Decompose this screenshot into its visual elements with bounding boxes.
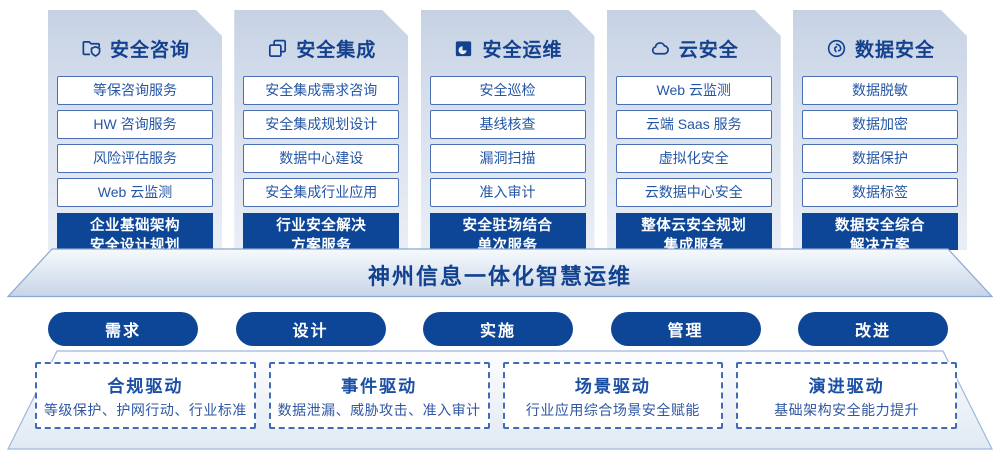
card-header: 安全集成: [243, 30, 399, 66]
service-item: 安全集成行业应用: [243, 178, 399, 207]
service-item: 数据保护: [802, 144, 958, 173]
banner-trapezoid: [6, 248, 994, 298]
card-items: Web 云监测 云端 Saas 服务 虚拟化安全 云数据中心安全: [616, 76, 772, 207]
service-item: Web 云监测: [616, 76, 772, 105]
service-item: Web 云监测: [57, 178, 213, 207]
card-title: 数据安全: [854, 39, 935, 61]
driver-desc: 行业应用综合场景安全赋能: [525, 401, 700, 418]
banner-title: 神州信息一体化智慧运维: [367, 264, 632, 289]
card-footer-line1: 行业安全解决: [276, 217, 367, 234]
card-title: 安全咨询: [109, 39, 190, 61]
card-title: 云安全: [678, 39, 739, 61]
card-items: 等保咨询服务 HW 咨询服务 风险评估服务 Web 云监测: [57, 76, 213, 207]
driver-title: 合规驱动: [107, 376, 184, 396]
card-footer-line1: 安全驻场结合: [462, 217, 553, 234]
service-item: 安全集成需求咨询: [243, 76, 399, 105]
phase-pill-implementation: 实施: [423, 312, 573, 346]
card-header: 数据安全: [802, 30, 958, 66]
phase-pill-design: 设计: [235, 312, 386, 346]
card-footer-line1: 数据安全综合: [835, 217, 925, 234]
card-cloud-security: 云安全 Web 云监测 云端 Saas 服务 虚拟化安全 云数据中心安全 整体云…: [607, 10, 781, 250]
card-items: 安全巡检 基线核查 漏洞扫描 准入审计: [430, 76, 586, 207]
driver-title: 事件驱动: [341, 376, 418, 396]
service-item: 云端 Saas 服务: [616, 110, 772, 139]
card-security-consulting: 安全咨询 等保咨询服务 HW 咨询服务 风险评估服务 Web 云监测 企业基础架…: [48, 10, 222, 250]
service-item: 漏洞扫描: [430, 144, 586, 173]
driver-row: 合规驱动 等级保护、护网行动、行业标准 事件驱动 数据泄漏、威胁攻击、准入审计 …: [35, 362, 957, 429]
card-header: 云安全: [616, 30, 772, 66]
driver-compliance: 合规驱动 等级保护、护网行动、行业标准: [35, 362, 256, 429]
folder-clock-icon: [452, 37, 475, 60]
service-item: 数据中心建设: [243, 144, 399, 173]
driver-incident: 事件驱动 数据泄漏、威胁攻击、准入审计: [268, 362, 490, 429]
folder-shield-icon: [80, 37, 103, 60]
driver-desc: 等级保护、护网行动、行业标准: [43, 401, 247, 418]
phase-pill-improvement: 改进: [798, 312, 948, 346]
service-item: 虚拟化安全: [616, 144, 772, 173]
phase-row: 需求 设计 实施 管理 改进: [48, 312, 948, 346]
fingerprint-icon: [825, 37, 848, 60]
driver-title: 场景驱动: [574, 376, 651, 396]
documents-icon: [266, 37, 289, 60]
service-item: 数据加密: [802, 110, 958, 139]
driver-desc: 基础架构安全能力提升: [774, 401, 920, 418]
service-item: HW 咨询服务: [57, 110, 213, 139]
driver-evolution: 演进驱动 基础架构安全能力提升: [736, 362, 957, 429]
driver-desc: 数据泄漏、威胁攻击、准入审计: [277, 401, 481, 418]
driver-title: 演进驱动: [808, 376, 885, 396]
service-item: 风险评估服务: [57, 144, 213, 173]
service-item: 等保咨询服务: [57, 76, 213, 105]
card-footer-line1: 企业基础架构: [90, 217, 180, 234]
card-security-operations: 安全运维 安全巡检 基线核查 漏洞扫描 准入审计 安全驻场结合 单次服务: [421, 10, 595, 250]
card-items: 数据脱敏 数据加密 数据保护 数据标签: [802, 76, 958, 207]
card-footer-line1: 整体云安全规划: [641, 217, 747, 234]
service-cards-row: 安全咨询 等保咨询服务 HW 咨询服务 风险评估服务 Web 云监测 企业基础架…: [48, 10, 967, 250]
phase-pill-requirements: 需求: [48, 312, 198, 346]
service-item: 安全巡检: [430, 76, 586, 105]
service-item: 数据标签: [802, 178, 958, 207]
card-title: 安全运维: [482, 39, 563, 61]
card-security-integration: 安全集成 安全集成需求咨询 安全集成规划设计 数据中心建设 安全集成行业应用 行…: [234, 10, 408, 250]
card-header: 安全运维: [430, 30, 586, 66]
card-title: 安全集成: [296, 39, 377, 61]
driver-scenario: 场景驱动 行业应用综合场景安全赋能: [502, 362, 724, 429]
card-header: 安全咨询: [57, 30, 213, 66]
service-item: 安全集成规划设计: [243, 110, 399, 139]
cloud-icon: [649, 37, 672, 60]
card-items: 安全集成需求咨询 安全集成规划设计 数据中心建设 安全集成行业应用: [243, 76, 399, 207]
service-item: 数据脱敏: [802, 76, 958, 105]
service-item: 准入审计: [430, 178, 586, 207]
service-item: 基线核查: [430, 110, 586, 139]
phase-pill-management: 管理: [610, 312, 761, 346]
service-item: 云数据中心安全: [616, 178, 772, 207]
card-data-security: 数据安全 数据脱敏 数据加密 数据保护 数据标签 数据安全综合 解决方案: [793, 10, 967, 250]
